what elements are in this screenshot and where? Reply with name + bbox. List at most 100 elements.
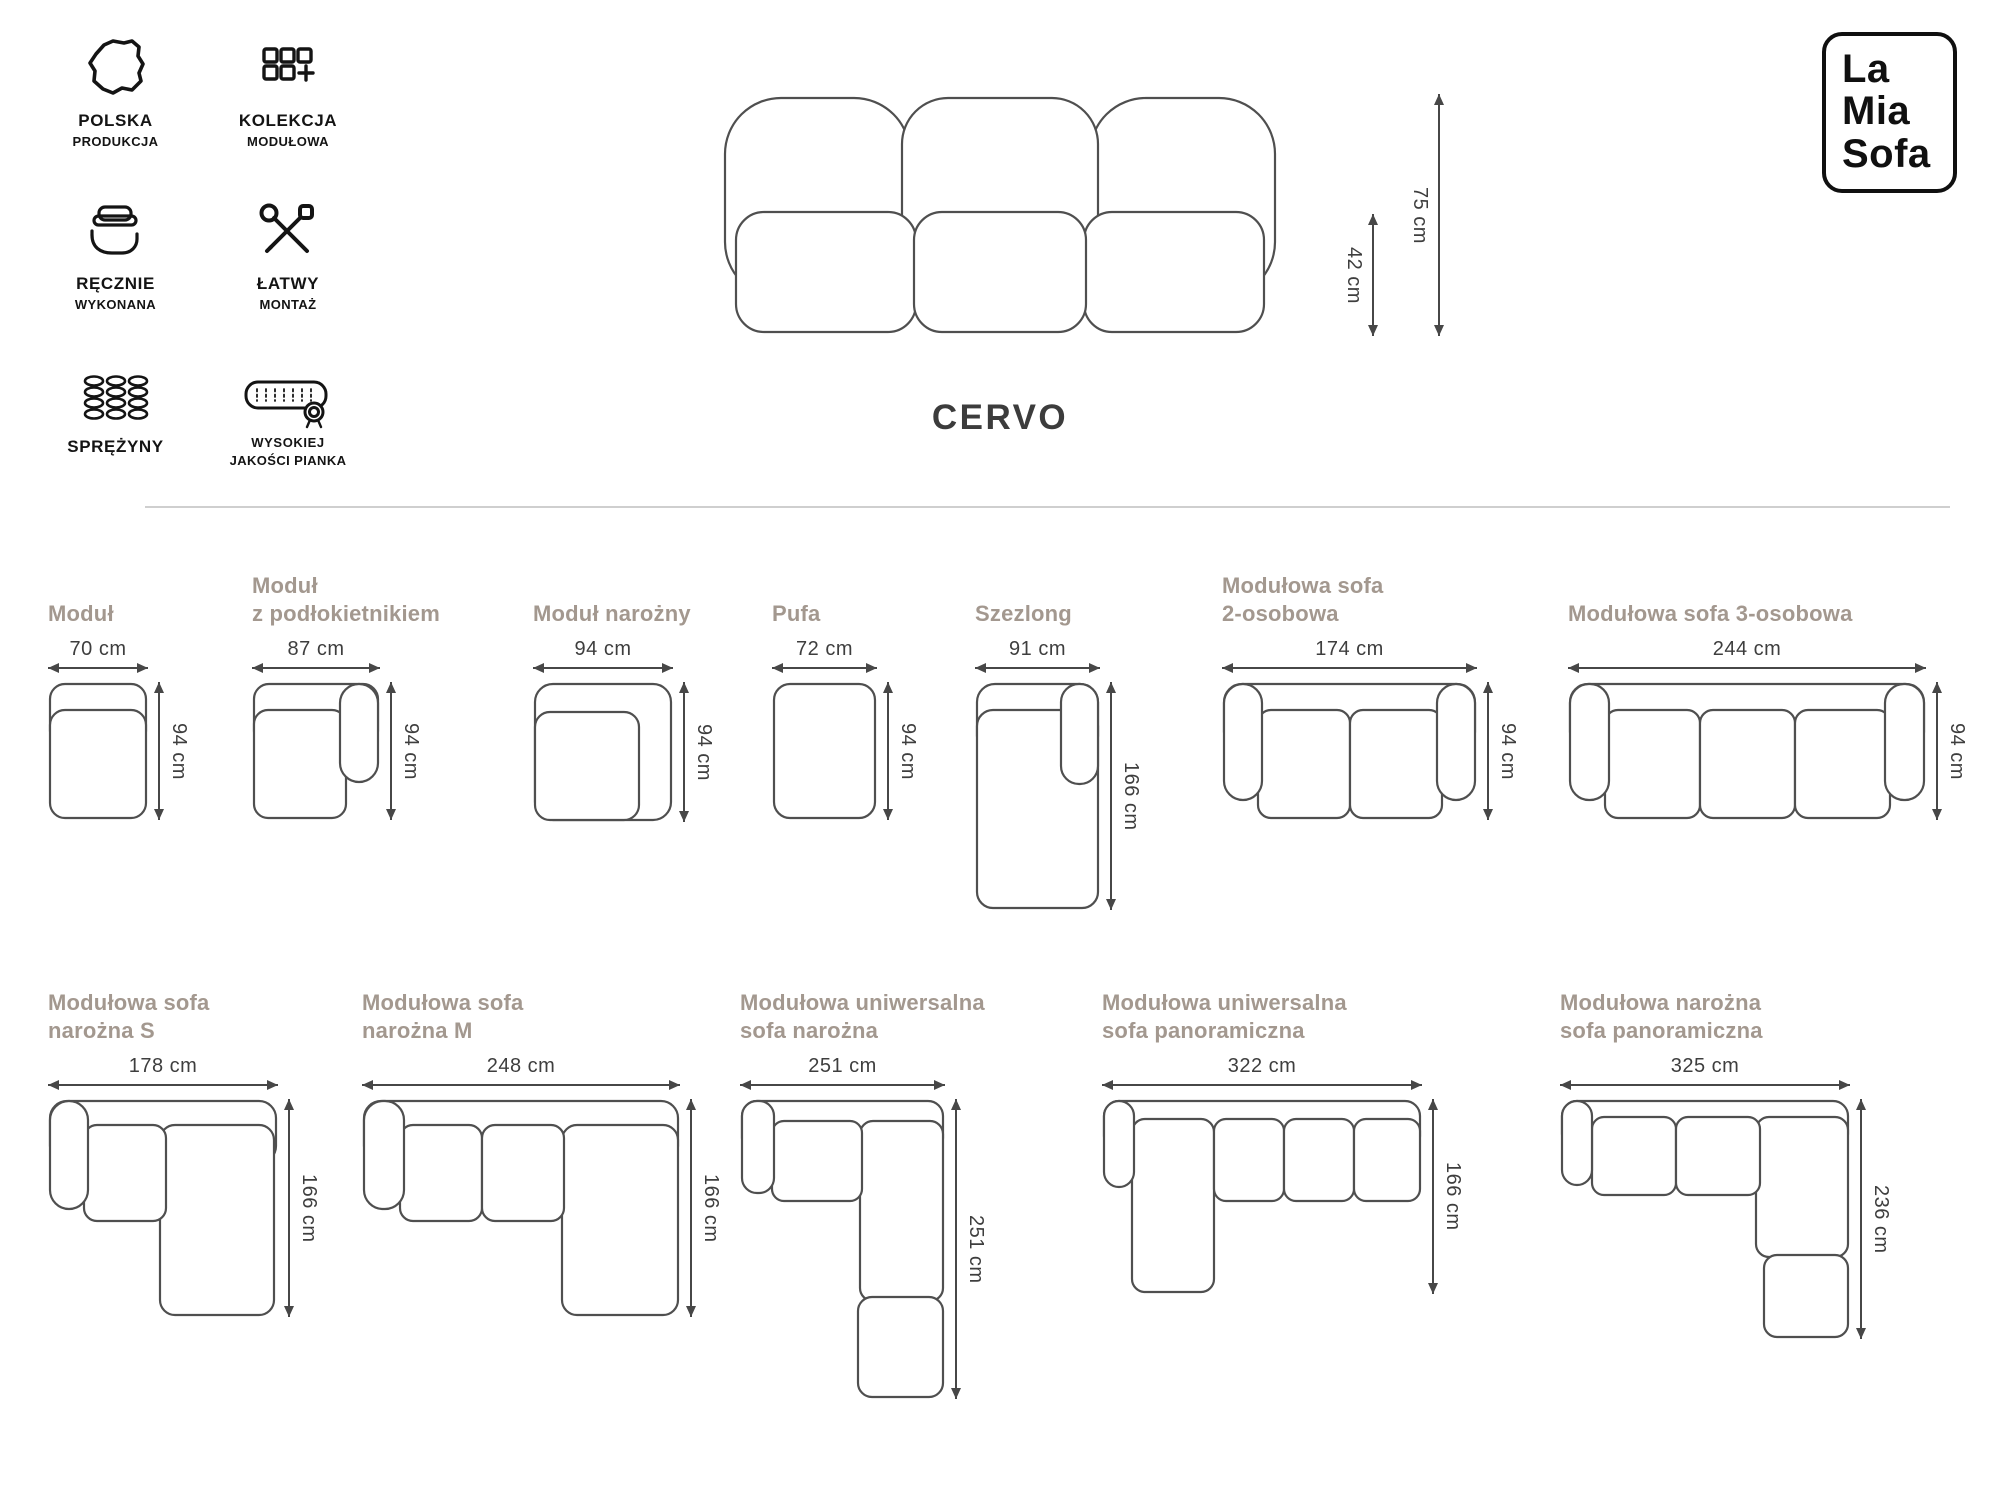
width-arrow xyxy=(533,663,673,673)
depth-value: 236 cm xyxy=(1870,1184,1892,1254)
total-height-value: 75 cm xyxy=(1409,186,1431,244)
width-arrow xyxy=(740,1080,945,1090)
module-name: Moduł z podłokietnikiem xyxy=(252,572,440,626)
depth-dimension: 166 cm xyxy=(284,1099,320,1317)
module-name: Modułowa sofa narożna M xyxy=(362,989,524,1043)
width-value: 244 cm xyxy=(1712,638,1782,660)
module-name: Modułowa sofa 3-osobowa xyxy=(1568,600,1853,626)
module-name: Moduł xyxy=(48,600,114,626)
depth-value: 251 cm xyxy=(965,1214,987,1284)
module-card-narozna-s: Modułowa sofa narożna S 178 cm 166 cm xyxy=(48,985,320,1317)
depth-arrow xyxy=(1856,1099,1866,1339)
module-card-pufa: Pufa 72 cm 94 cm xyxy=(772,568,919,820)
width-dimension: 325 cm xyxy=(1560,1055,1850,1090)
module-card-uniwersalna-narozna: Modułowa uniwersalna sofa narożna 251 cm… xyxy=(740,985,987,1399)
hero-sofa: 42 cm 75 cm xyxy=(680,92,1500,354)
module-name: Modułowa uniwersalna sofa narożna xyxy=(740,989,985,1043)
springs-icon xyxy=(81,356,151,430)
module-name: Moduł narożny xyxy=(533,600,691,626)
depth-value: 166 cm xyxy=(1120,761,1142,831)
hand-sofa-icon xyxy=(80,193,150,267)
width-dimension: 248 cm xyxy=(362,1055,680,1090)
module-card-sofa-3-osobowa: Modułowa sofa 3-osobowa 244 cm 94 cm xyxy=(1568,568,1968,820)
module-top-view-drawing xyxy=(48,682,148,820)
logo-line: La xyxy=(1842,47,1890,91)
width-arrow xyxy=(48,1080,278,1090)
width-value: 87 cm xyxy=(287,638,345,660)
foam-quality-icon xyxy=(240,356,336,430)
seat-height-dimension: 42 cm xyxy=(1342,214,1378,336)
width-arrow xyxy=(1568,663,1926,673)
depth-dimension: 94 cm xyxy=(386,682,422,820)
logo-line: Mia xyxy=(1842,89,1911,134)
armrest-module-drawing xyxy=(252,682,380,820)
module-card-modul-z-podlokietnikiem: Moduł z podłokietnikiem 87 cm 94 cm xyxy=(252,568,440,820)
model-name: CERVO xyxy=(931,398,1069,437)
width-value: 251 cm xyxy=(808,1055,877,1077)
width-value: 72 cm xyxy=(796,638,853,660)
feature-label: RĘCZNIE xyxy=(76,274,155,293)
depth-dimension: 94 cm xyxy=(1483,682,1519,820)
feature-badges: POLSKA PRODUKCJA KOLEKCJA MODUŁOWA xyxy=(38,30,383,468)
feature-kolekcja-modulowa: KOLEKCJA MODUŁOWA xyxy=(239,30,337,149)
feature-sublabel: PRODUKCJA xyxy=(72,134,159,149)
module-name: Pufa xyxy=(772,600,821,626)
seat-height-arrow xyxy=(1368,214,1378,336)
module-card-modul: Moduł 70 cm 94 cm xyxy=(48,568,190,820)
depth-dimension: 166 cm xyxy=(686,1099,722,1317)
width-arrow xyxy=(1102,1080,1422,1090)
sofa-front-view-drawing xyxy=(723,96,1277,334)
depth-dimension: 94 cm xyxy=(154,682,190,820)
corner-module-drawing xyxy=(533,682,673,822)
module-card-szezlong: Szezlong 91 cm 166 cm xyxy=(975,568,1142,910)
width-dimension: 70 cm xyxy=(48,638,148,673)
corner-panoramic-sofa-drawing xyxy=(1560,1099,1850,1339)
feature-label: SPRĘŻYNY xyxy=(67,437,164,456)
width-arrow xyxy=(772,663,877,673)
depth-dimension: 166 cm xyxy=(1106,682,1142,910)
width-dimension: 178 cm xyxy=(48,1055,278,1090)
corner-sofa-m-drawing xyxy=(362,1099,680,1317)
module-name: Modułowa narożna sofa panoramiczna xyxy=(1560,989,1763,1043)
module-name: Modułowa sofa 2-osobowa xyxy=(1222,572,1384,626)
width-dimension: 251 cm xyxy=(740,1055,945,1090)
modular-grid-icon xyxy=(253,30,323,104)
width-value: 174 cm xyxy=(1315,638,1384,660)
width-arrow xyxy=(975,663,1100,673)
total-height-arrow xyxy=(1434,94,1444,336)
depth-value: 94 cm xyxy=(1946,722,1968,780)
module-card-narozna-panoramiczna: Modułowa narożna sofa panoramiczna 325 c… xyxy=(1560,985,1892,1339)
depth-value: 166 cm xyxy=(298,1173,320,1243)
width-dimension: 91 cm xyxy=(975,638,1100,673)
width-value: 70 cm xyxy=(69,638,127,660)
width-dimension: 72 cm xyxy=(772,638,877,673)
universal-corner-sofa-drawing xyxy=(740,1099,945,1399)
depth-arrow xyxy=(686,1099,696,1317)
width-dimension: 244 cm xyxy=(1568,638,1926,673)
corner-sofa-s-drawing xyxy=(48,1099,278,1317)
depth-arrow xyxy=(883,682,893,820)
feature-label: WYSOKIEJ xyxy=(251,435,325,450)
depth-arrow xyxy=(154,682,164,820)
depth-dimension: 94 cm xyxy=(679,682,715,822)
feature-polska-produkcja: POLSKA PRODUKCJA xyxy=(73,30,159,149)
width-arrow xyxy=(1560,1080,1850,1090)
depth-value: 94 cm xyxy=(400,722,422,780)
logo-line: Sofa xyxy=(1842,131,1931,176)
feature-sublabel: JAKOŚCI PIANKA xyxy=(229,453,347,468)
three-seater-drawing xyxy=(1568,682,1926,820)
width-arrow xyxy=(48,663,148,673)
feature-label: ŁATWY xyxy=(256,274,320,293)
depth-arrow xyxy=(386,682,396,820)
pouf-drawing xyxy=(772,682,877,820)
depth-dimension: 166 cm xyxy=(1428,1099,1464,1294)
width-value: 94 cm xyxy=(574,638,632,660)
chaise-drawing xyxy=(975,682,1100,910)
la-mia-sofa-logo: La Mia Sofa xyxy=(1822,32,1957,194)
total-height-dimension: 75 cm xyxy=(1408,94,1444,336)
width-value: 322 cm xyxy=(1227,1055,1297,1077)
width-dimension: 94 cm xyxy=(533,638,673,673)
feature-pianka: WYSOKIEJ JAKOŚCI PIANKA xyxy=(230,356,347,468)
depth-value: 94 cm xyxy=(693,723,715,781)
